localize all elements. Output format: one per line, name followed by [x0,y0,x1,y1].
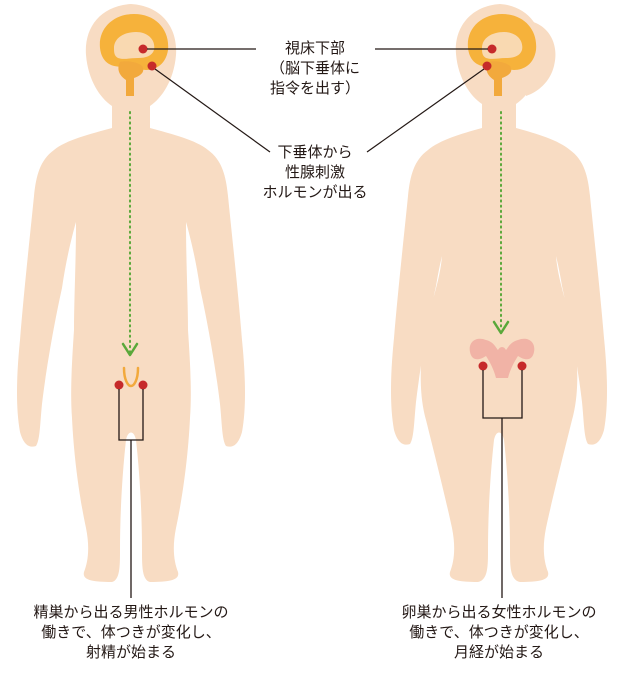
pituitary-label: 下垂体から 性腺刺激 ホルモンが出る [240,142,390,202]
pituitary-label-line1: 下垂体から [240,142,390,162]
ovary-right-dot [518,362,527,371]
female-caption-line1: 卵巣から出る女性ホルモンの [369,602,629,622]
ovary-left-dot [479,362,488,371]
hypothalamus-label-line2: （脳下垂体に [240,58,390,78]
male-hypothalamus-dot [139,45,148,54]
male-caption-line3: 射精が始まる [1,642,261,662]
male-figure [17,4,245,598]
female-hypothalamus-dot [488,45,497,54]
pituitary-label-line2: 性腺刺激 [240,162,390,182]
female-caption: 卵巣から出る女性ホルモンの 働きで、体つきが変化し、 月経が始まる [369,602,629,662]
male-caption-line2: 働きで、体つきが変化し、 [1,622,261,642]
female-caption-line2: 働きで、体つきが変化し、 [369,622,629,642]
hypothalamus-label: 視床下部 （脳下垂体に 指令を出す） [240,38,390,98]
female-figure [391,4,607,598]
testis-left-dot [115,381,124,390]
testis-right-dot [139,381,148,390]
hypothalamus-label-line1: 視床下部 [240,38,390,58]
female-caption-line3: 月経が始まる [369,642,629,662]
hypothalamus-label-line3: 指令を出す） [240,78,390,98]
male-caption: 精巣から出る男性ホルモンの 働きで、体つきが変化し、 射精が始まる [1,602,261,662]
pituitary-label-line3: ホルモンが出る [240,182,390,202]
male-caption-line1: 精巣から出る男性ホルモンの [1,602,261,622]
